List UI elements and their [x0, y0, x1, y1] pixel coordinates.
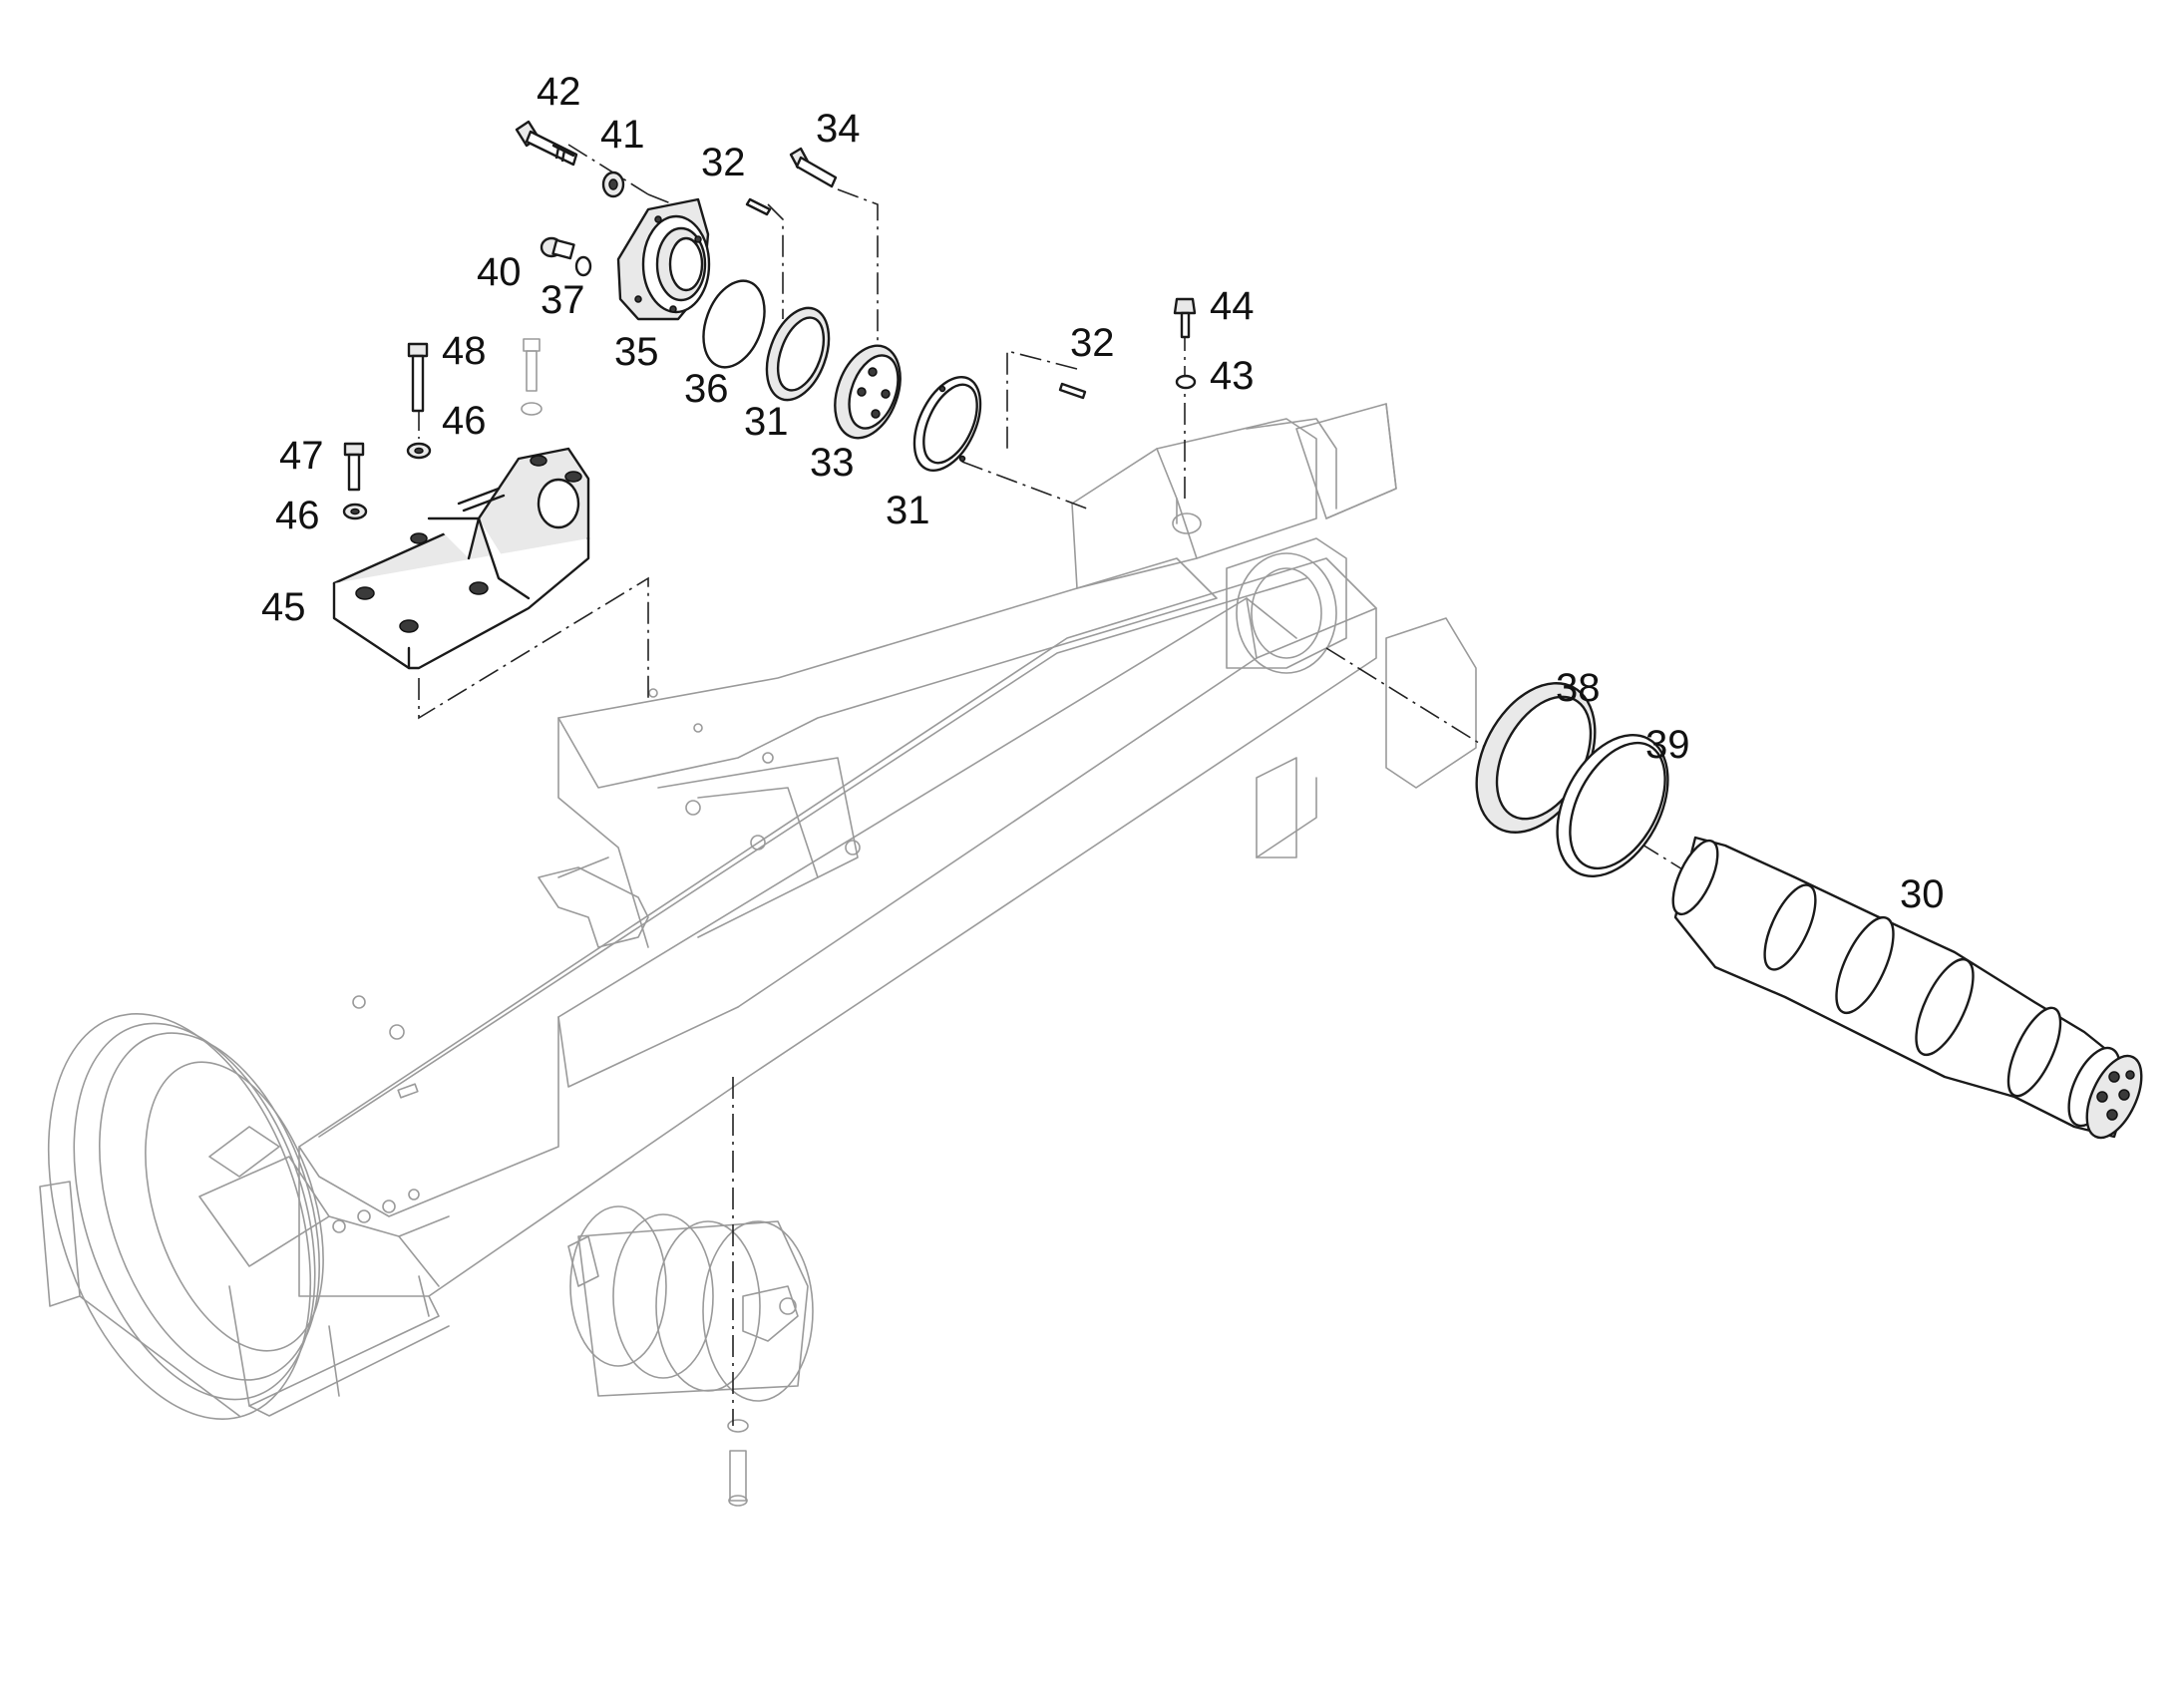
callout-48: 48: [442, 329, 487, 373]
washer-46b: [342, 503, 368, 520]
oring-37: [574, 255, 592, 277]
oring-36: [702, 279, 766, 369]
callout-labels: 42 41 32 34 40 37 35 36 31 33 31 32 44 4…: [261, 70, 1945, 916]
callout-32a: 32: [701, 141, 746, 184]
callout-40: 40: [477, 250, 522, 294]
track-frame: [39, 403, 1477, 1420]
bolt-42: [515, 120, 578, 167]
ring-31a: [765, 306, 831, 402]
callout-31a: 31: [744, 400, 789, 444]
fitting-44: [1173, 297, 1197, 339]
flange-35: [616, 197, 711, 321]
roller-bolt: [727, 1419, 749, 1507]
cover-33: [834, 344, 902, 440]
callout-43: 43: [1210, 354, 1255, 398]
callout-47: 47: [279, 434, 324, 478]
ring-39: [1556, 734, 1669, 877]
callout-46a: 46: [442, 399, 487, 443]
axle-30: [1671, 836, 2143, 1140]
callout-31b: 31: [886, 489, 930, 532]
washer-43: [1175, 374, 1197, 390]
washer-41: [601, 171, 625, 198]
callout-32b: 32: [1070, 321, 1115, 365]
pin-32-top: [745, 197, 772, 216]
callout-34: 34: [816, 107, 861, 151]
bracket-45: [332, 447, 590, 670]
bolt-34: [789, 147, 838, 188]
washer-46a: [406, 442, 432, 460]
bolt-48: [407, 342, 429, 413]
callout-41: 41: [600, 113, 645, 157]
callout-33: 33: [810, 441, 855, 485]
pin-32-right: [1058, 382, 1087, 400]
callout-30: 30: [1900, 872, 1945, 916]
bolt-47: [343, 442, 365, 492]
callout-37: 37: [541, 278, 585, 322]
callout-39: 39: [1645, 723, 1690, 767]
callout-46b: 46: [275, 494, 320, 537]
track-roller: [567, 1205, 814, 1402]
callout-35: 35: [614, 330, 659, 374]
callout-44: 44: [1210, 284, 1255, 328]
callout-38: 38: [1556, 666, 1601, 710]
plug-40: [540, 236, 575, 260]
ring-31b: [912, 375, 982, 473]
callout-36: 36: [684, 367, 729, 411]
callout-42: 42: [537, 70, 581, 114]
bracket-bolt-grey: [521, 338, 543, 416]
callout-45: 45: [261, 585, 306, 629]
